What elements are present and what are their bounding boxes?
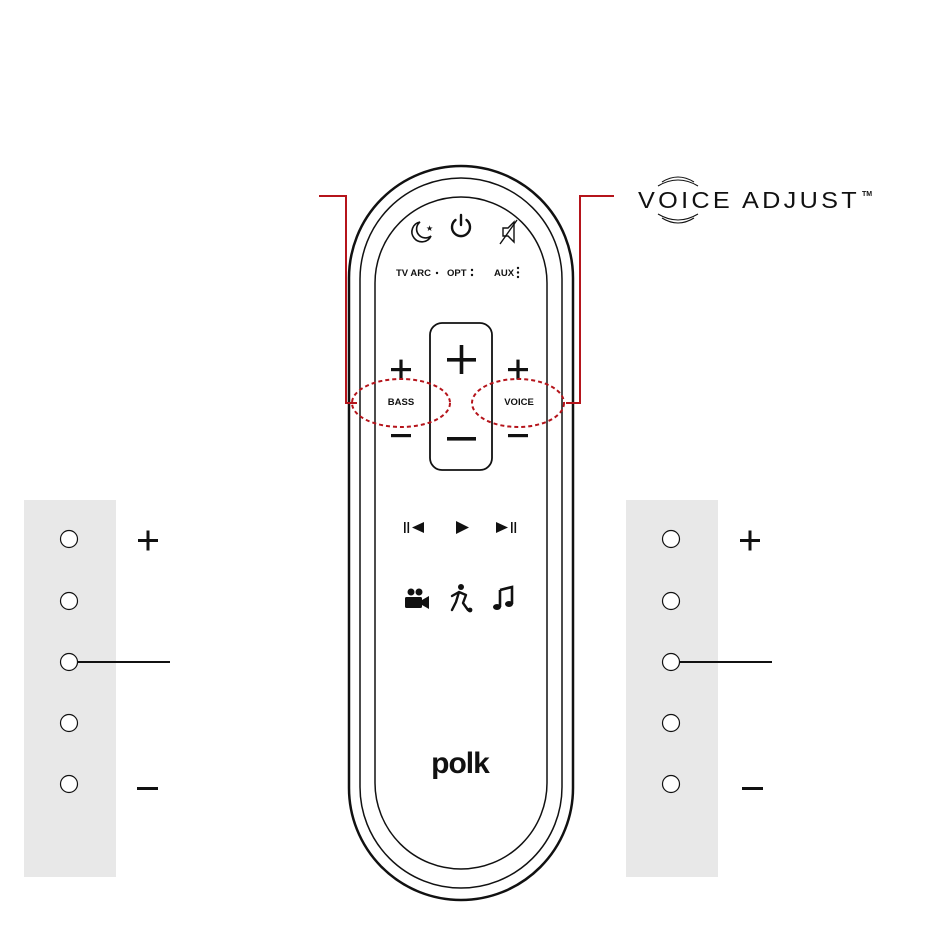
aux-label: AUX: [494, 268, 515, 279]
bass-level-led: [61, 715, 78, 732]
voice-level-led: [663, 776, 680, 793]
bass-minus-label: [137, 787, 158, 790]
volume-rocker[interactable]: [430, 323, 492, 470]
voice-plus-label: [740, 531, 760, 551]
voice-label: VOICE: [504, 397, 534, 408]
bass-level-led: [61, 531, 78, 548]
voice-adjust-logo: VOICE ADJUST TM: [638, 177, 872, 223]
opt-label: OPT: [447, 268, 467, 279]
bass-level-led-current: [61, 654, 78, 671]
voice-level-panel: [626, 500, 772, 877]
bass-level-panel: [24, 500, 170, 877]
bass-label: BASS: [388, 397, 414, 408]
svg-text:★: ★: [426, 224, 433, 233]
remote-control: ★ TV ARC OPT AUX: [349, 166, 573, 900]
voice-level-led: [663, 715, 680, 732]
bass-down-button[interactable]: [391, 434, 411, 437]
voice-minus-label: [742, 787, 763, 790]
tv-arc-label: TV ARC: [396, 268, 431, 279]
voice-panel-background: [626, 500, 718, 877]
voice-level-led-current: [663, 654, 680, 671]
trademark-symbol: TM: [862, 191, 872, 198]
voice-down-button[interactable]: [508, 434, 528, 437]
bass-plus-label: [138, 531, 158, 551]
voice-level-led: [663, 531, 680, 548]
bass-level-led: [61, 593, 78, 610]
voice-adjust-logo-text: VOICE ADJUST: [638, 187, 860, 213]
voice-level-led: [663, 593, 680, 610]
volume-down-icon[interactable]: [447, 437, 476, 441]
bass-panel-background: [24, 500, 116, 877]
polk-logo: polk: [431, 747, 490, 780]
bass-level-led: [61, 776, 78, 793]
